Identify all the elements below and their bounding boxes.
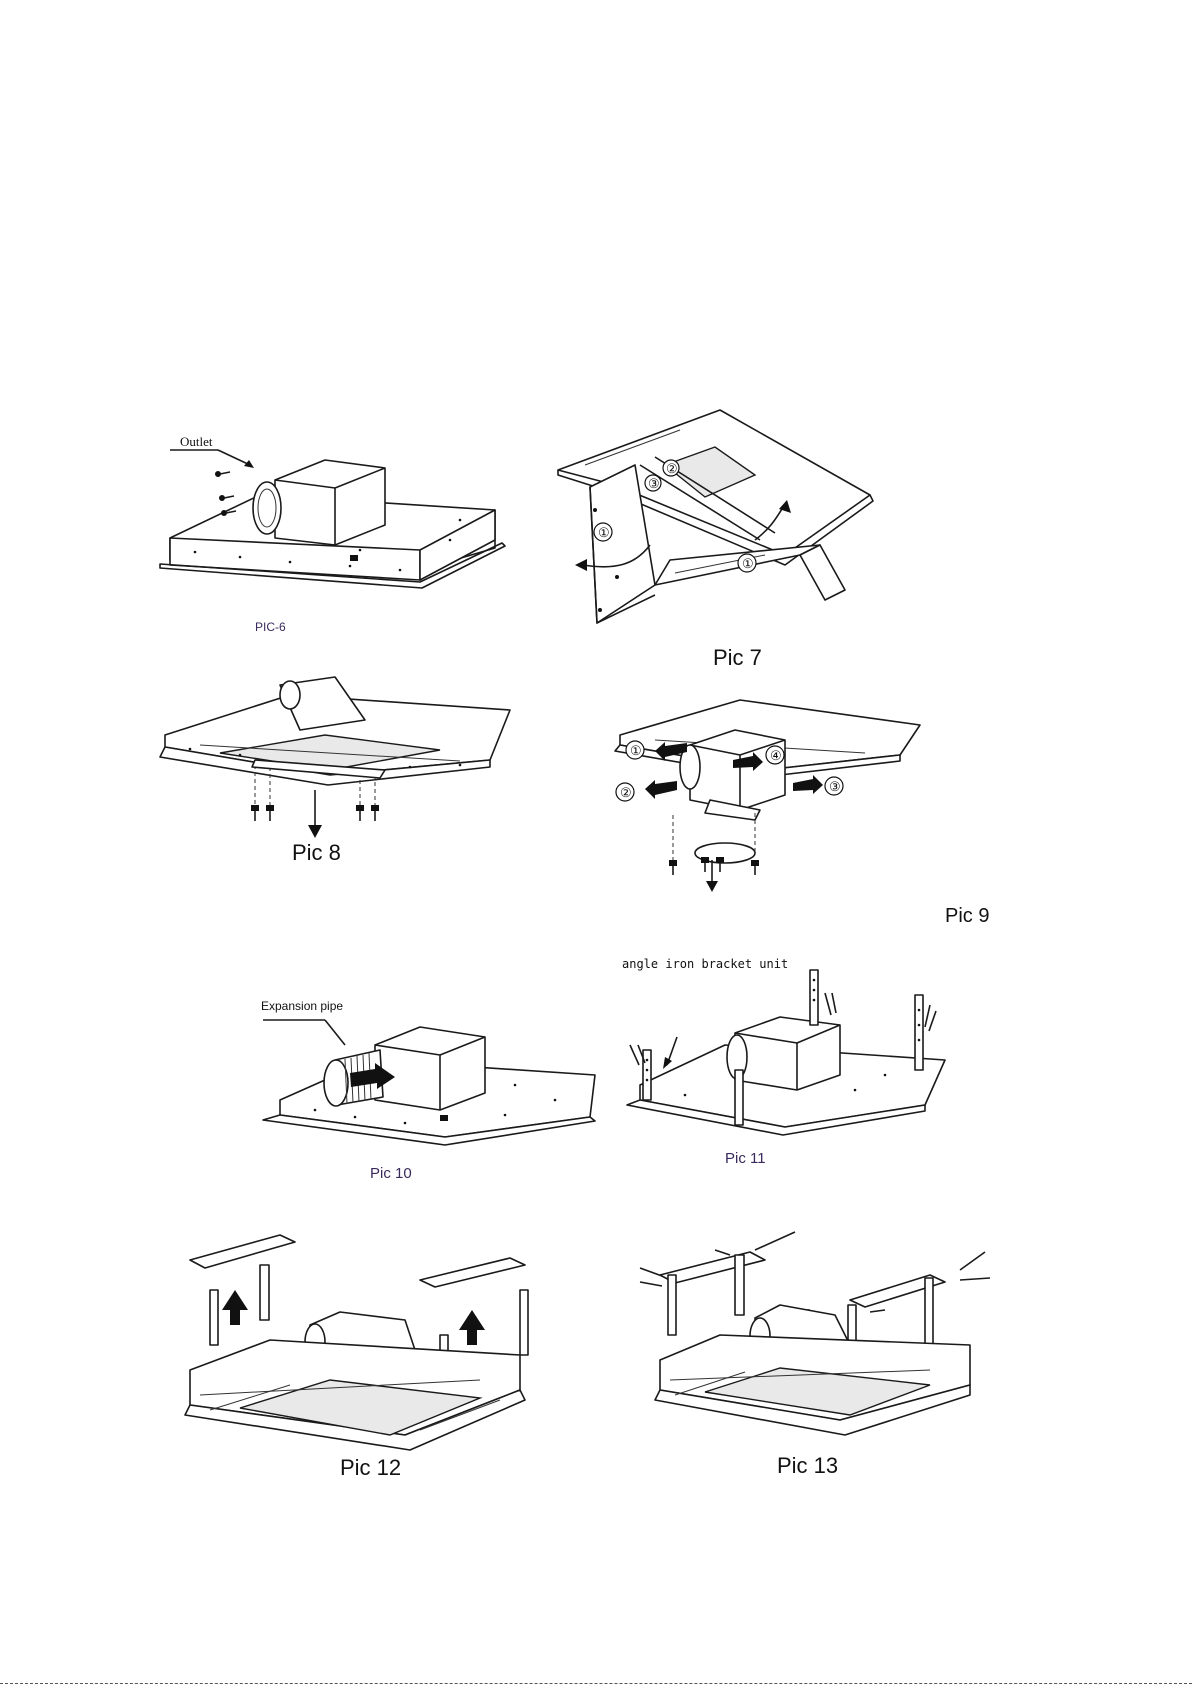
- pic12-arrow-left: [222, 1290, 248, 1325]
- pic6-motor-box: [275, 460, 385, 545]
- pic7-step-1b: ①: [742, 556, 754, 571]
- pic9-arrow-2: [645, 780, 677, 799]
- pic7-step-1a: ①: [598, 525, 610, 540]
- pic6-outlet-ring: [253, 482, 281, 534]
- pic9-caption: Pic 9: [945, 905, 989, 928]
- pic7-step-3: ③: [648, 476, 660, 491]
- pic10-drawing: [255, 1005, 605, 1190]
- pic9-step-2: ②: [620, 785, 632, 800]
- pic12-bar-left: [190, 1235, 295, 1268]
- pic6-drawing: [150, 440, 510, 640]
- pic11-angle-iron-label: angle iron bracket unit: [622, 957, 788, 971]
- pic7-drawing: ① ② ③ ①: [555, 405, 915, 680]
- figure-pic6: Outlet PIC-6: [150, 440, 510, 640]
- pic12-arrow-right: [459, 1310, 485, 1345]
- pic6-outlet-label: Outlet: [180, 434, 213, 450]
- pic9-step-4: ④: [770, 748, 782, 763]
- figure-pic11: angle iron bracket unit Pic 11: [625, 965, 950, 1180]
- pic7-caption: Pic 7: [713, 645, 762, 671]
- figure-pic8: Pic 8: [160, 675, 520, 935]
- pic7-step-2: ②: [666, 461, 678, 476]
- pic9-drawing: ① ② ③ ④: [615, 695, 995, 940]
- pic6-caption: PIC-6: [255, 620, 286, 634]
- pic10-caption: Pic 10: [370, 1165, 412, 1182]
- page-bottom-rule: [0, 1683, 1192, 1684]
- pic9-motor-box: [690, 730, 785, 810]
- pic8-caption: Pic 8: [292, 840, 341, 866]
- pic10-expansion-pipe-label: Expansion pipe: [261, 999, 343, 1013]
- figure-pic13: Pic 13: [630, 1240, 1040, 1485]
- pic8-drawing: [160, 675, 520, 935]
- pic12-drawing: [180, 1230, 540, 1485]
- pic13-caption: Pic 13: [777, 1453, 838, 1479]
- pic9-step-3: ③: [829, 779, 841, 794]
- pic11-drawing: [625, 965, 950, 1180]
- pic12-caption: Pic 12: [340, 1455, 401, 1481]
- figure-pic10: Expansion pipe Pic 10: [255, 1005, 605, 1190]
- pic11-motor-box: [735, 1017, 840, 1090]
- pic9-step-1: ①: [630, 743, 642, 758]
- figure-pic12: Pic 12: [180, 1230, 540, 1485]
- pic13-drawing: [630, 1240, 1040, 1485]
- pic11-caption: Pic 11: [725, 1150, 766, 1167]
- figure-pic7: ① ② ③ ① Pic 7: [555, 405, 915, 680]
- figure-pic9: ① ② ③ ④ Pic 9: [615, 695, 995, 940]
- pic9-arrow-3: [793, 775, 823, 794]
- pic10-motor-box: [375, 1027, 485, 1110]
- pic12-bar-right: [420, 1258, 525, 1287]
